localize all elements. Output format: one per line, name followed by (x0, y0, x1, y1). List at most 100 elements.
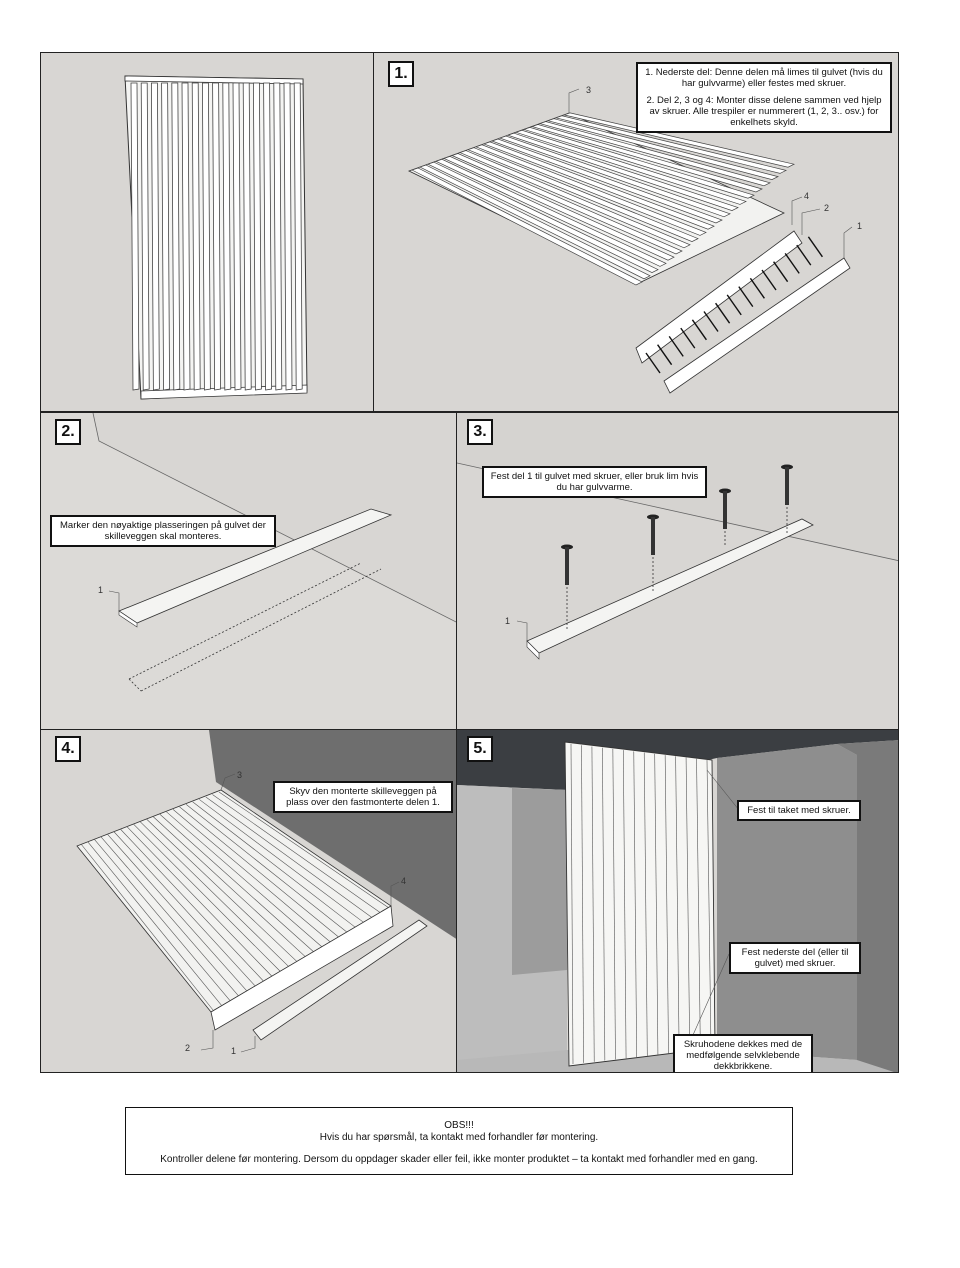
slat-line (153, 816, 306, 957)
slat (252, 82, 262, 391)
screw (715, 302, 731, 324)
slat (150, 82, 160, 391)
slat-line (159, 814, 314, 952)
slat-line (685, 757, 691, 1052)
slat-line (100, 836, 239, 996)
panel-step-3: 3. Fest del 1 til gulvet med skruer, ell… (456, 412, 899, 730)
slat (242, 82, 252, 391)
slat (232, 82, 242, 391)
step-3-screw-floor-illustration (457, 413, 898, 660)
step-4-instruction: Skyv den monterte skilleveggen på plass … (273, 781, 453, 813)
slat (411, 167, 643, 286)
slat (263, 82, 273, 391)
part-label-1: 1 (857, 221, 863, 231)
slat-line (643, 752, 648, 1056)
part-label-3: 3 (237, 770, 243, 780)
slat (191, 82, 201, 391)
slat-line (602, 747, 606, 1061)
slat (562, 112, 796, 168)
slat-line (120, 828, 264, 982)
step-5-caps-instruction: Skruhodene dekkes med de medfølgende sel… (673, 1034, 813, 1072)
step-number-4: 4. (55, 736, 81, 762)
slat (522, 127, 755, 199)
step-5-floor-instruction: Fest nederste del (eller til gulvet) med… (729, 942, 861, 974)
slat (554, 115, 788, 174)
slat (530, 124, 763, 193)
slat-line (706, 759, 712, 1050)
slat-line (199, 799, 365, 923)
slat (538, 121, 771, 187)
slat (427, 161, 659, 273)
slat (171, 82, 181, 391)
screw-shaft (565, 547, 569, 585)
slat-line (166, 811, 323, 948)
part-label-4: 4 (804, 191, 810, 201)
screw-shaft (723, 491, 727, 529)
slat (435, 158, 667, 267)
screw (761, 269, 777, 291)
screw (749, 277, 765, 299)
slat-line (696, 758, 701, 1051)
slat (482, 141, 715, 230)
slat-line (80, 843, 214, 1011)
slat (130, 82, 140, 391)
slat-line (581, 745, 584, 1063)
slat-line (218, 791, 390, 909)
step-3-instruction: Fest del 1 til gulvet med skruer, eller … (482, 466, 707, 498)
slat (140, 82, 150, 391)
slat (514, 129, 747, 205)
assembled-wall-illustration (124, 75, 308, 400)
slat-line (113, 831, 256, 986)
slat-line (612, 748, 616, 1060)
part-label-2: 2 (824, 203, 830, 213)
slat-line (87, 841, 222, 1006)
step-1-note-2: 2. Del 2, 3 og 4: Monter disse delene sa… (646, 95, 882, 128)
slat (212, 82, 222, 391)
step-2-instruction: Marker den nøyaktige plasseringen på gul… (50, 515, 276, 547)
part-label-1: 1 (231, 1046, 237, 1056)
slat-line (107, 833, 247, 991)
part-label-3: 3 (586, 85, 592, 95)
slat-line (146, 819, 298, 962)
step-1-exploded-illustration (407, 88, 853, 394)
panel-step-1: 1. 1. Nederste del: Denne delen må limes… (373, 52, 899, 412)
slat-line (212, 794, 381, 914)
slat (293, 82, 303, 391)
slat (161, 82, 171, 391)
slat-line (93, 838, 230, 1001)
slat (283, 82, 293, 391)
slat-line (133, 823, 281, 972)
slat-line (633, 751, 637, 1058)
panel-overview (40, 52, 374, 412)
step-1-note-1: 1. Nederste del: Denne delen må limes ti… (645, 67, 883, 89)
slat-line (570, 743, 574, 1065)
slat (490, 138, 723, 224)
step-number-1: 1. (388, 61, 414, 87)
slat-line (205, 796, 373, 918)
slat (474, 144, 707, 236)
slat-line (179, 806, 339, 938)
step-number-3: 3. (467, 419, 493, 445)
screw (645, 352, 661, 374)
part-label-1: 1 (98, 585, 104, 595)
screw (807, 236, 823, 258)
slat (498, 135, 731, 218)
slat-line (654, 753, 659, 1055)
step-5-ceiling-instruction: Fest til taket med skruer. (737, 800, 861, 821)
obs-line-1: Hvis du har spørsmål, ta kontakt med for… (319, 1132, 599, 1143)
screw (784, 252, 800, 274)
part-label-4: 4 (401, 876, 407, 886)
step-1-instruction: 1. Nederste del: Denne delen må limes ti… (636, 62, 892, 133)
screw (773, 261, 789, 283)
slat (222, 82, 232, 391)
slat-line (192, 801, 356, 928)
slat (546, 118, 779, 180)
obs-title: OBS!!! (444, 1120, 474, 1131)
slat-line (126, 826, 272, 977)
slat-line (664, 755, 669, 1054)
slat (419, 164, 651, 280)
screw (657, 344, 673, 366)
step-5-fasten-ceiling-illustration (457, 730, 898, 1072)
screw (738, 286, 754, 308)
slat (201, 82, 211, 391)
